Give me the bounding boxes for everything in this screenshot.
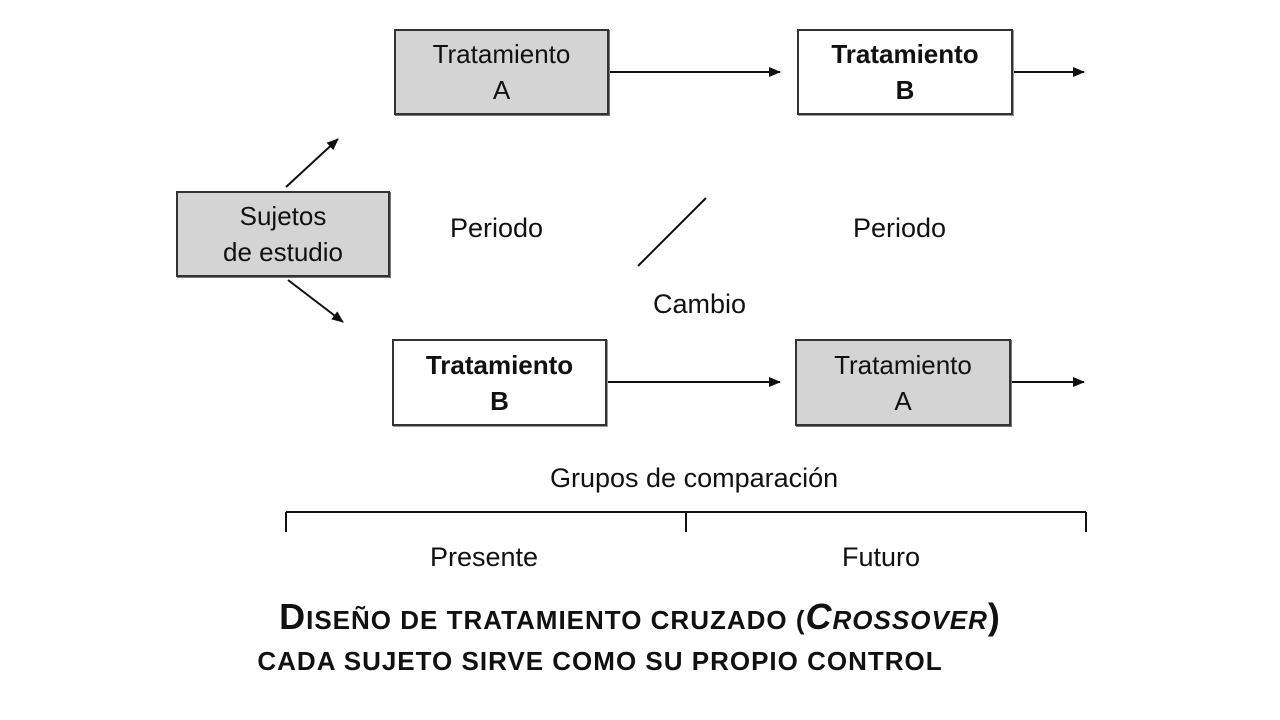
- period-left-label: Periodo: [450, 213, 544, 243]
- caption-title-initial-c: C: [805, 596, 833, 637]
- switch-label: Cambio: [653, 289, 747, 319]
- top-treatment-a-line2: A: [492, 75, 511, 105]
- arrow-to-top-group: [285, 138, 339, 188]
- top-treatment-a-line1: Tratamiento: [432, 39, 571, 69]
- bottom-treatment-a-line1: Tratamiento: [834, 349, 972, 380]
- bottom-treatment-b-line2: B: [490, 385, 509, 416]
- top-treatment-b-line2: B: [895, 75, 915, 105]
- subjects-box: Sujetos de estudio: [176, 191, 390, 277]
- caption-title-crossover: rossover: [832, 605, 988, 635]
- period-right-label: Periodo: [853, 213, 947, 243]
- bottom-treatment-a-line2: A: [894, 385, 912, 416]
- caption-title-rest: iseño de tratamiento cruzado (: [306, 605, 806, 635]
- groups-label: Grupos de comparación: [550, 463, 839, 493]
- caption-subtitle: cada sujeto sirve como su propio control: [257, 646, 943, 676]
- top-treatment-b-line1: Tratamiento: [831, 39, 979, 69]
- caption-title: Diseño de tratamiento cruzado (Crossover…: [0, 596, 1280, 638]
- subjects-box-line1: Sujetos: [239, 201, 327, 231]
- top-treatment-a-box: Tratamiento A: [394, 29, 609, 115]
- caption-title-initial-d: D: [279, 596, 307, 637]
- timeline-present-label: Presente: [430, 542, 539, 572]
- arrow-to-bottom-group: [287, 279, 344, 323]
- bottom-treatment-b-line1: Tratamiento: [425, 349, 574, 380]
- top-treatment-b-box: Tratamiento B: [797, 29, 1013, 115]
- switch-slash: [637, 197, 707, 267]
- timeline-future-label: Futuro: [842, 542, 921, 572]
- subjects-box-line2: de estudio: [223, 237, 343, 267]
- bottom-treatment-a-box: Tratamiento A: [795, 339, 1011, 426]
- caption-title-close-paren: ): [987, 596, 1001, 637]
- bottom-treatment-b-box: Tratamiento B: [392, 339, 607, 426]
